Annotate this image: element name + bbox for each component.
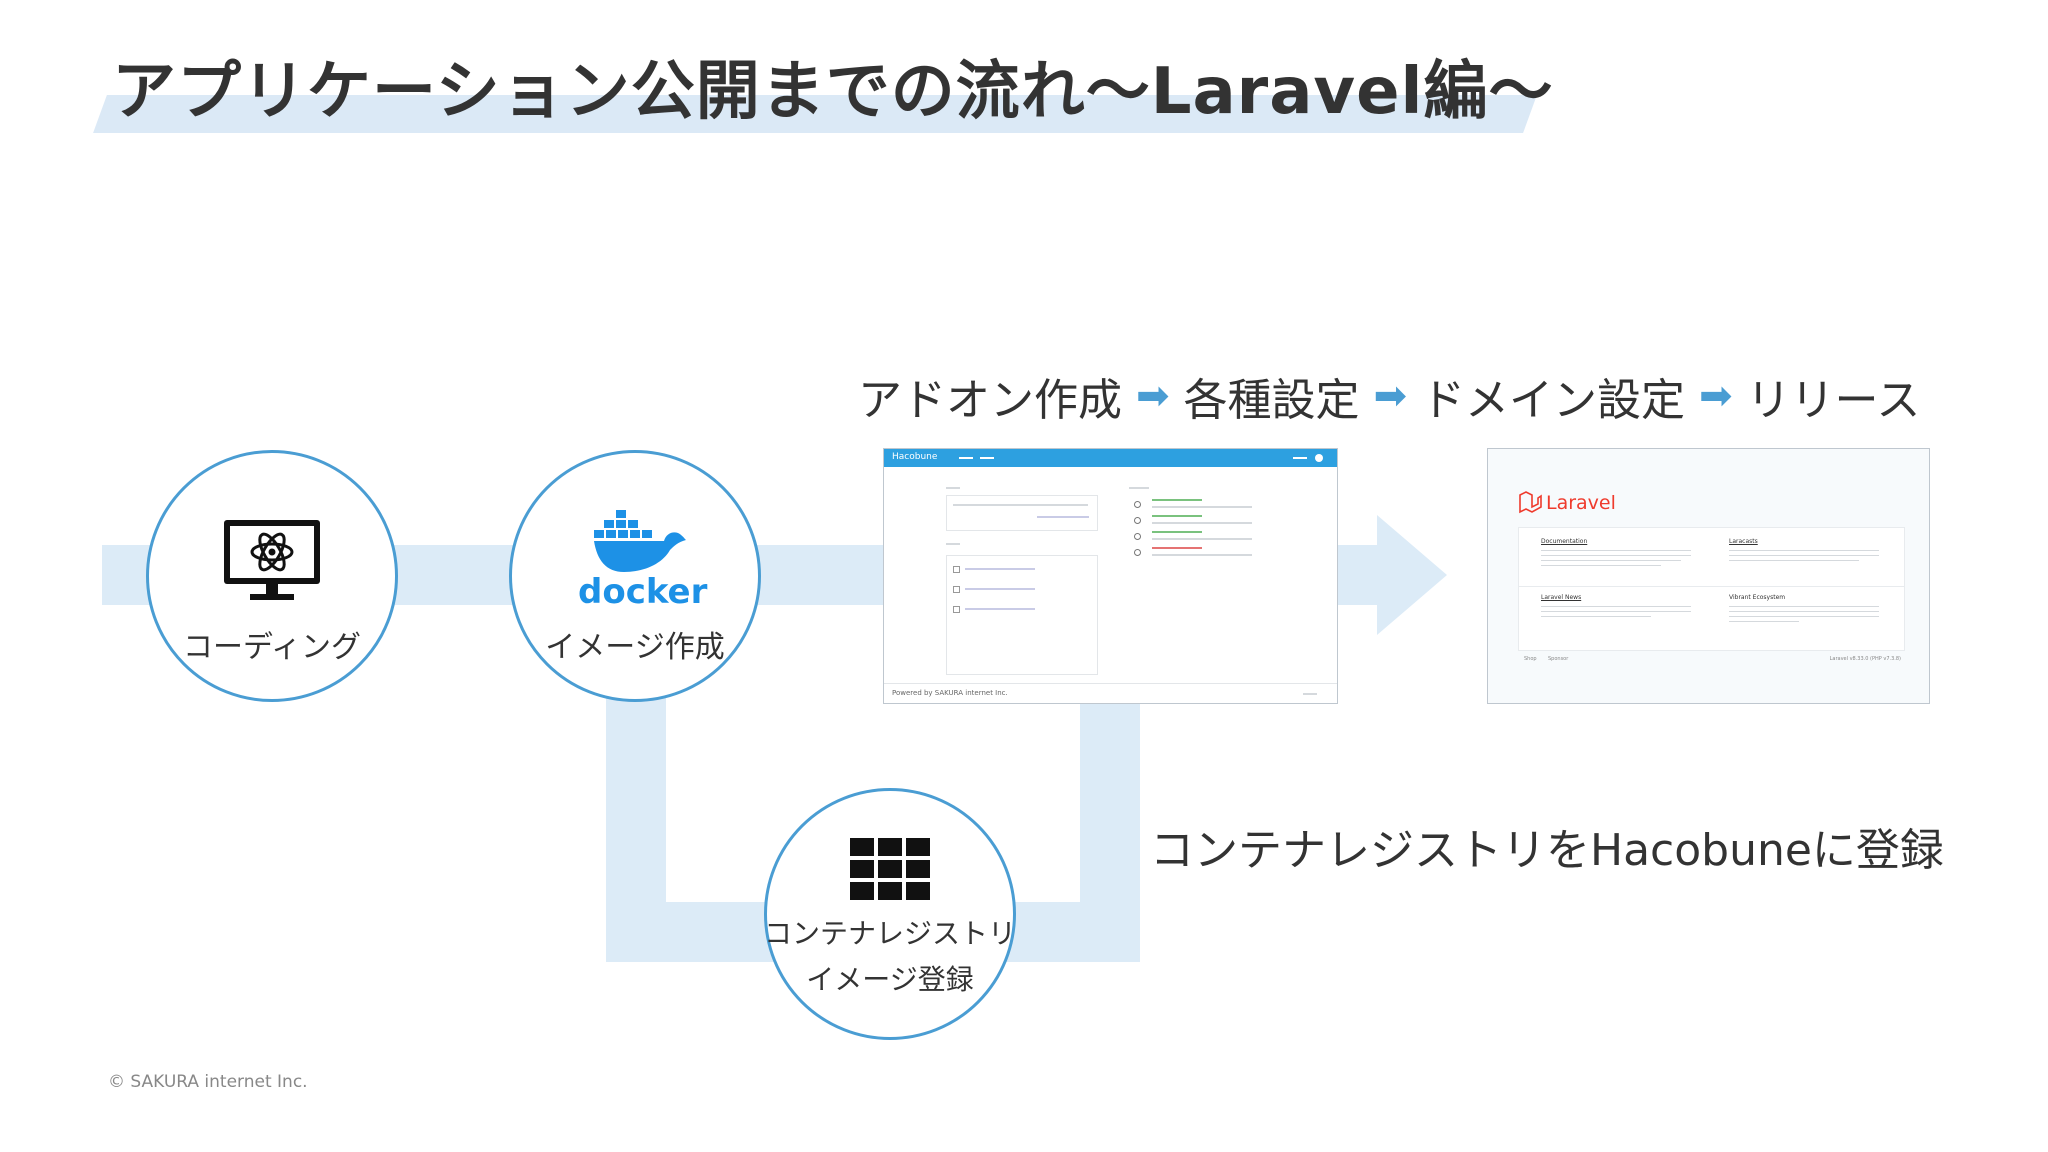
step-arrow-icon: ➡ <box>1699 373 1733 419</box>
laravel-link-sponsor: Sponsor <box>1548 656 1569 662</box>
laravel-screenshot: Laravel Documentation Laracasts Laravel … <box>1487 448 1930 704</box>
step-arrow-icon: ➡ <box>1136 373 1170 419</box>
step-release: リリース <box>1746 375 1921 426</box>
docker-logo-text: docker <box>578 572 708 612</box>
laravel-card-news: Laravel News <box>1541 594 1582 601</box>
hacobune-brand: Hacobune <box>892 452 938 462</box>
laravel-link-shop: Shop <box>1524 656 1537 662</box>
registry-caption: コンテナレジストリをHacobuneに登録 <box>1150 825 1944 876</box>
laravel-logo-icon <box>1519 491 1542 514</box>
laravel-version: Laravel v8.33.0 (PHP v7.3.8) <box>1829 656 1901 662</box>
hacobune-panel-list <box>946 555 1098 675</box>
slide-title: アプリケーション公開までの流れ〜Laravel編〜 <box>112 55 1554 129</box>
registry-label-line1: コンテナレジストリ <box>763 917 1016 950</box>
docker-whale-icon <box>594 510 686 572</box>
hacobune-footer: Powered by SAKURA internet Inc. <box>892 689 1008 697</box>
hacobune-panel-top <box>946 495 1098 531</box>
step-domain: ドメイン設定 <box>1421 375 1686 426</box>
step-arrow-icon: ➡ <box>1373 373 1408 419</box>
registry-node <box>764 788 1016 1040</box>
flow-arrow-head <box>1377 515 1447 635</box>
copyright-footer: © SAKURA internet Inc. <box>108 1072 308 1092</box>
monitor-atom-icon <box>224 520 320 600</box>
laravel-card-documentation: Documentation <box>1541 538 1588 545</box>
laravel-brand: Laravel <box>1546 492 1616 514</box>
laravel-card-laracasts: Laracasts <box>1729 538 1758 545</box>
step-addon: アドオン作成 <box>858 375 1122 426</box>
release-steps: アドオン作成 ➡ 各種設定 ➡ ドメイン設定 ➡ リリース <box>858 364 1920 428</box>
step-settings: 各種設定 <box>1183 375 1360 426</box>
docker-label: イメージ作成 <box>545 630 725 665</box>
laravel-card-ecosystem: Vibrant Ecosystem <box>1729 594 1786 601</box>
registry-label-line2: イメージ登録 <box>806 963 974 996</box>
coding-label: コーディング <box>183 630 361 665</box>
grid-icon <box>850 838 930 900</box>
hacobune-header: Hacobune <box>884 449 1337 467</box>
docker-node <box>509 450 761 702</box>
laravel-card-panel: Documentation Laracasts Laravel News Vib… <box>1518 527 1905 651</box>
hacobune-screenshot: Hacobune Powered by SAKURA internet Inc. <box>883 448 1338 704</box>
